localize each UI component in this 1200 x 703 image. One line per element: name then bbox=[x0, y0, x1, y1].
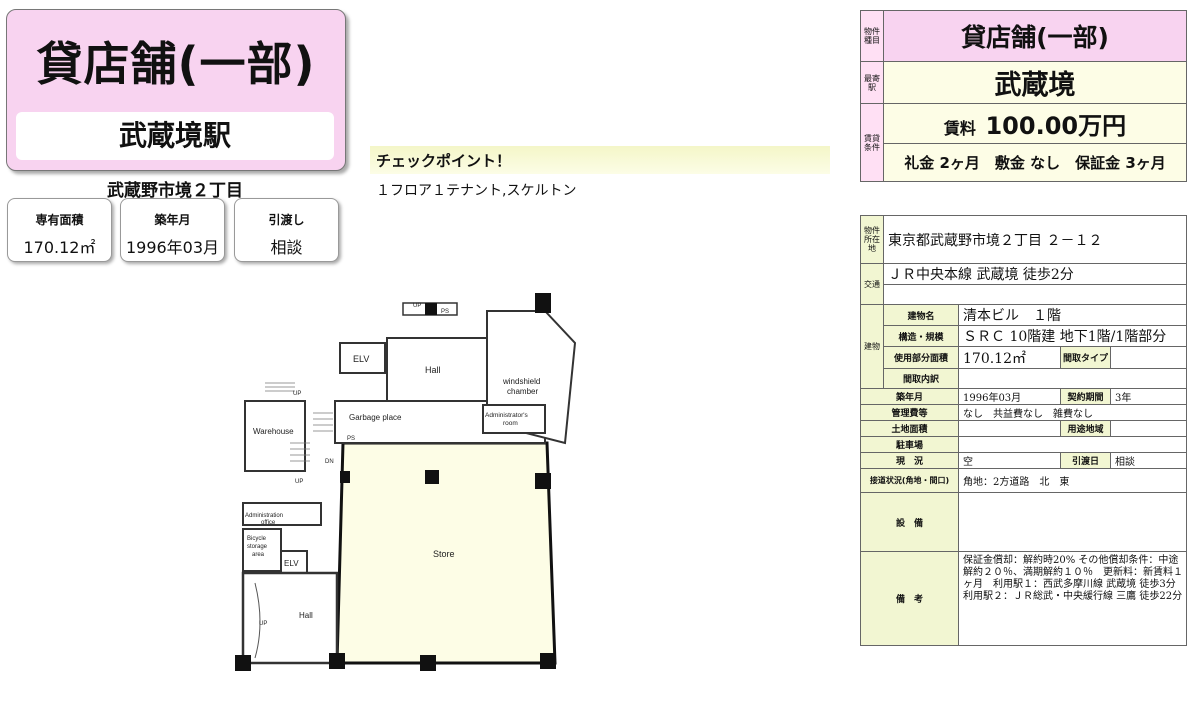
mgmt-value: なし 共益費なし 雑費なし bbox=[958, 404, 1187, 421]
rent-value: 100.00万円 bbox=[985, 112, 1127, 140]
plan-label-chamber: chamber bbox=[507, 387, 538, 396]
parking-value bbox=[958, 436, 1187, 453]
plan-label-store: Store bbox=[433, 549, 455, 559]
status-label: 現 況 bbox=[860, 452, 959, 469]
spec-card-handover: 引渡し 相談 bbox=[234, 198, 339, 262]
handover-value: 相談 bbox=[1110, 452, 1187, 469]
plan-label-up-left: UP bbox=[293, 391, 301, 397]
location-value: 東京都武蔵野市境２丁目 ２－１２ bbox=[883, 215, 1187, 264]
stairs-lines bbox=[265, 382, 333, 462]
layout-type-label: 間取タイプ bbox=[1060, 346, 1111, 369]
structure-value: ＳＲＣ 10階建 地下1階/1階部分 bbox=[958, 325, 1187, 347]
summary-station-value: 武蔵境 bbox=[883, 61, 1187, 104]
plan-label-up-bottom: UP bbox=[259, 621, 267, 627]
plan-label-ps-top: PS bbox=[441, 309, 449, 315]
area-value: 170.12㎡ bbox=[958, 346, 1061, 369]
status-value: 空 bbox=[958, 452, 1061, 469]
plan-label-hall: Hall bbox=[425, 365, 441, 375]
checkpoint-title: チェックポイント！ bbox=[376, 152, 512, 170]
checkpoint-bar bbox=[370, 146, 830, 174]
equipment-value bbox=[958, 492, 1187, 552]
location-label: 物件所在地 bbox=[860, 215, 884, 264]
transport-blank bbox=[883, 284, 1187, 305]
columns bbox=[235, 293, 556, 671]
road-label: 接道状況(角地・間口) bbox=[860, 468, 959, 493]
land-label: 土地面積 bbox=[860, 420, 959, 437]
transport-label: 交通 bbox=[860, 263, 884, 305]
contract-value: 3年 bbox=[1110, 388, 1187, 405]
property-type-card: 貸店舗(一部) 武蔵境駅 bbox=[6, 9, 346, 171]
plan-label-up-mid: UP bbox=[295, 479, 303, 485]
structure-label: 構造・規模 bbox=[883, 325, 959, 347]
plan-label-ps-mid: PS bbox=[347, 436, 355, 442]
plan-label-admin-room-1: Administrator's bbox=[485, 412, 529, 419]
property-type-title: 貸店舗(一部) bbox=[36, 37, 316, 91]
spec-value: 相談 bbox=[270, 238, 303, 257]
plan-label-admin-office-2: office bbox=[261, 520, 276, 526]
plan-label-garbage: Garbage place bbox=[349, 413, 402, 422]
plan-label-warehouse: Warehouse bbox=[253, 427, 294, 436]
layout-detail-value bbox=[958, 368, 1187, 389]
hall-bottom-room bbox=[241, 571, 339, 665]
mgmt-label: 管理費等 bbox=[860, 404, 959, 421]
plan-label-hall-bottom: Hall bbox=[299, 611, 313, 620]
station-label: 最寄駅 bbox=[860, 61, 884, 104]
stair-curve bbox=[254, 582, 261, 659]
plan-label-elv-top: ELV bbox=[353, 354, 369, 364]
elv-room-top bbox=[339, 342, 386, 374]
rent-row: 賃料 100.00万円 bbox=[883, 103, 1187, 144]
plan-label-dn: DN bbox=[325, 459, 334, 465]
details-table: 物件所在地 東京都武蔵野市境２丁目 ２－１２ 交通 ＪＲ中央本線 武蔵境 徒歩2… bbox=[860, 215, 1187, 646]
area-label: 使用部分面積 bbox=[883, 346, 959, 369]
type-label: 物件種目 bbox=[860, 10, 884, 62]
plan-label-bicycle-2: storage bbox=[247, 544, 268, 550]
spec-label: 引渡し bbox=[268, 213, 305, 227]
layout-detail-label: 間取内訳 bbox=[883, 368, 959, 389]
plan-label-admin-office-1: Administration bbox=[245, 513, 283, 519]
zoning-value bbox=[1110, 420, 1187, 437]
transport-value: ＪＲ中央本線 武蔵境 徒歩2分 bbox=[883, 263, 1187, 285]
floor-plan: UP PS ELV Hall windshield chamber Garbag… bbox=[235, 293, 577, 671]
spec-label: 築年月 bbox=[154, 213, 191, 227]
spec-card-area: 専有面積 170.12㎡ bbox=[7, 198, 112, 262]
plan-label-bicycle-1: Bicycle bbox=[247, 536, 267, 542]
warehouse-room bbox=[244, 400, 306, 472]
spec-label: 専有面積 bbox=[35, 213, 84, 227]
spec-card-built: 築年月 1996年03月 bbox=[120, 198, 225, 262]
spec-value: 1996年03月 bbox=[125, 238, 220, 257]
built-value: 1996年03月 bbox=[958, 388, 1061, 405]
layout-type-value bbox=[1110, 346, 1187, 369]
address-short: 武蔵野市境２丁目 bbox=[107, 181, 243, 201]
built-label: 築年月 bbox=[860, 388, 959, 405]
station-name: 武蔵境駅 bbox=[16, 112, 334, 160]
hall-room bbox=[386, 337, 488, 402]
summary-table: 物件種目 貸店舗(一部) 最寄駅 武蔵境 賃貸条件 賃料 100.00万円 礼金… bbox=[860, 10, 1187, 182]
terms-label: 賃貸条件 bbox=[860, 103, 884, 182]
zoning-label: 用途地域 bbox=[1060, 420, 1111, 437]
contract-label: 契約期間 bbox=[1060, 388, 1111, 405]
spec-value: 170.12㎡ bbox=[23, 238, 96, 257]
remarks-value: 保証金償却：解約時20% その他償却条件：中途解約２０％、満期解約１０％ 更新料… bbox=[958, 551, 1187, 646]
equipment-label: 設 備 bbox=[860, 492, 959, 552]
admin-room bbox=[482, 404, 546, 434]
parking-label: 駐車場 bbox=[860, 436, 959, 453]
building-label: 建物 bbox=[860, 304, 884, 389]
admin-office-room bbox=[242, 502, 322, 526]
rent-label: 賃料 bbox=[943, 119, 976, 138]
plan-label-bicycle-3: area bbox=[252, 552, 265, 558]
remarks-label: 備 考 bbox=[860, 551, 959, 646]
handover-label: 引渡日 bbox=[1060, 452, 1111, 469]
building-name-value: 清本ビル １階 bbox=[958, 304, 1187, 326]
plan-label-elv-bottom: ELV bbox=[284, 559, 299, 568]
road-value: 角地：2方道路 北 東 bbox=[958, 468, 1187, 493]
plan-label-windshield: windshield bbox=[502, 377, 540, 386]
building-name-label: 建物名 bbox=[883, 304, 959, 326]
land-value bbox=[958, 420, 1061, 437]
summary-type-value: 貸店舗(一部) bbox=[883, 10, 1187, 62]
deposit-terms: 礼金 2ヶ月 敷金 なし 保証金 3ヶ月 bbox=[883, 143, 1187, 182]
plan-label-admin-room-2: room bbox=[503, 420, 518, 427]
plan-label-up-top: UP bbox=[413, 303, 421, 309]
checkpoint-text: １フロア１テナント,スケルトン bbox=[376, 183, 577, 199]
